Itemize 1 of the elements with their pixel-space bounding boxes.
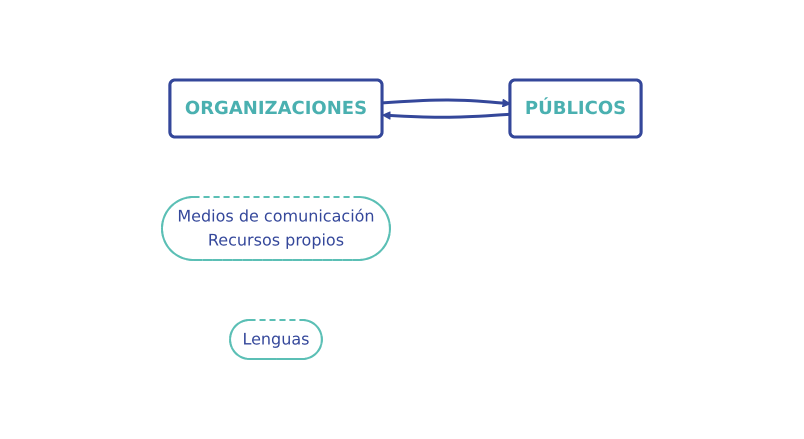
- arrow: [382, 111, 511, 120]
